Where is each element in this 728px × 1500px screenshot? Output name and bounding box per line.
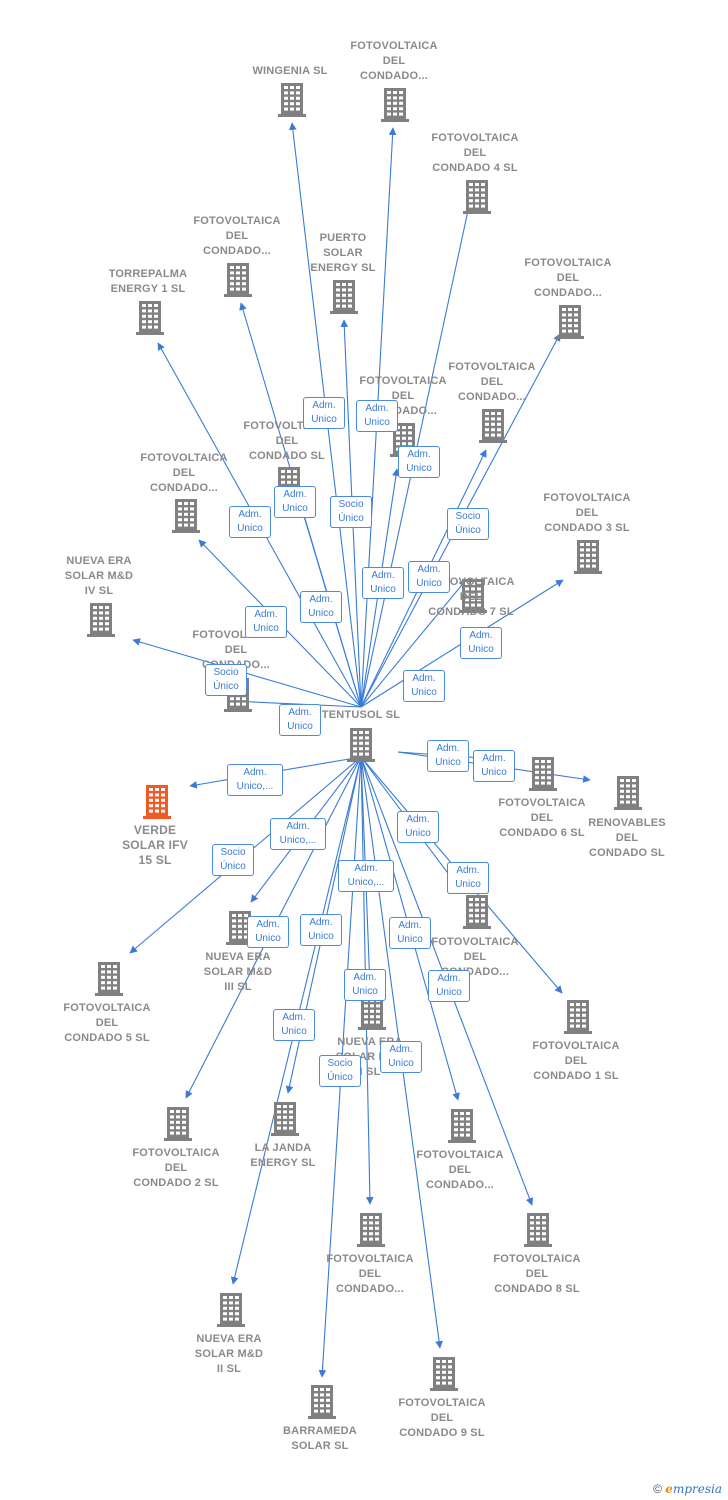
company-tentusol-label[interactable]: TENTUSOL SL [321, 709, 401, 721]
edge-role-badge[interactable]: Socio Único [205, 664, 247, 696]
edge-role-badge[interactable]: Socio Único [330, 496, 372, 528]
edge-role-badge[interactable]: Adm. Unico [460, 627, 502, 659]
company-fv-condado-left-label[interactable]: FOTOVOLTAICA DEL CONDADO... [140, 452, 228, 494]
edge-to-fv-condado-7 [360, 579, 467, 708]
company-verde-solar-icon[interactable] [99, 785, 215, 819]
company-fv-condado-7-icon[interactable] [415, 579, 531, 613]
company-torrepalma-icon[interactable] [92, 301, 208, 335]
company-fv-condado-5-label[interactable]: FOTOVOLTAICA DEL CONDADO 5 SL [63, 1002, 151, 1044]
company-barrameda-icon[interactable] [264, 1385, 380, 1419]
company-nueva-era-iii-icon[interactable] [182, 911, 298, 945]
company-barrameda-label[interactable]: BARRAMEDA SOLAR SL [283, 1425, 357, 1452]
edge-role-badge[interactable]: Adm. Unico [389, 917, 431, 949]
edge-role-badge[interactable]: Adm. Unico [300, 591, 342, 623]
edge-role-badge[interactable]: Socio Único [212, 844, 254, 876]
edge-role-badge[interactable]: Adm. Unico [245, 606, 287, 638]
company-renovables-condado-icon[interactable] [570, 776, 686, 810]
brand-footer: © empresia [653, 1482, 722, 1496]
edge-to-nueva-era-iv [132, 638, 362, 708]
company-la-janda-label[interactable]: LA JANDA ENERGY SL [250, 1142, 316, 1169]
company-fv-condado-right-label[interactable]: FOTOVOLTAICA DEL CONDADO... [524, 257, 612, 299]
edge-role-badge[interactable]: Adm. Unico [447, 862, 489, 894]
company-fv-condado-b-label[interactable]: FOTOVOLTAICA DEL CONDADO... [448, 361, 536, 403]
company-fv-condado-3-label[interactable]: FOTOVOLTAICA DEL CONDADO 3 SL [543, 492, 631, 534]
company-fv-condado-a-label[interactable]: FOTOVOLTAICA DEL CONDADO... [193, 215, 281, 257]
company-fv-condado-b-icon[interactable] [435, 409, 551, 443]
edge-role-badge[interactable]: Adm. Unico [279, 704, 321, 736]
company-fv-condado-d-icon[interactable] [404, 1109, 520, 1143]
company-la-janda-icon[interactable] [227, 1102, 343, 1136]
company-wingenia-label[interactable]: WINGENIA SL [252, 65, 328, 77]
company-nueva-era-iii-label[interactable]: NUEVA ERA SOLAR M&D III SL [203, 951, 273, 993]
company-fv-condado-top-label[interactable]: FOTOVOLTAICA DEL CONDADO... [350, 40, 438, 82]
empresia-logo: empresia [665, 1482, 722, 1496]
edge-role-badge[interactable]: Adm. Unico [229, 506, 271, 538]
company-puerto-solar-label[interactable]: PUERTO SOLAR ENERGY SL [310, 232, 376, 274]
edge-role-badge[interactable]: Adm. Unico [397, 811, 439, 843]
company-fv-condado-3-icon[interactable] [530, 540, 646, 574]
company-renovables-condado-label[interactable]: RENOVABLES DEL CONDADO SL [588, 817, 666, 859]
company-tentusol-icon[interactable] [303, 728, 419, 762]
company-fv-condado-1-label[interactable]: FOTOVOLTAICA DEL CONDADO 1 SL [532, 1040, 620, 1082]
company-puerto-solar-icon[interactable] [286, 280, 402, 314]
company-fv-condado-e-icon[interactable] [313, 1213, 429, 1247]
company-fv-condado-9-label[interactable]: FOTOVOLTAICA DEL CONDADO 9 SL [398, 1397, 486, 1439]
edge-role-badge[interactable]: Adm. Unico [473, 750, 515, 782]
company-fv-condado-8-icon[interactable] [480, 1213, 596, 1247]
edge-role-badge[interactable]: Adm. Unico [303, 397, 345, 429]
company-nueva-era-iv-label[interactable]: NUEVA ERA SOLAR M&D IV SL [64, 555, 134, 597]
edge-role-badge[interactable]: Adm. Unico,... [338, 860, 394, 892]
company-nueva-era-ii-icon[interactable] [173, 1293, 289, 1327]
company-fv-condado-9-icon[interactable] [386, 1357, 502, 1391]
edge-role-badge[interactable]: Socio Único [319, 1055, 361, 1087]
company-fv-condado-d-label[interactable]: FOTOVOLTAICA DEL CONDADO... [416, 1149, 504, 1191]
company-fv-condado-2-label[interactable]: FOTOVOLTAICA DEL CONDADO 2 SL [132, 1147, 220, 1189]
company-fv-condado-6-icon[interactable] [485, 757, 601, 791]
company-nueva-era-i-icon[interactable] [314, 996, 430, 1030]
edge-role-badge[interactable]: Adm. Unico [408, 561, 450, 593]
edge-role-badge[interactable]: Adm. Unico,... [270, 818, 326, 850]
company-fv-condado-8-label[interactable]: FOTOVOLTAICA DEL CONDADO 8 SL [493, 1253, 581, 1295]
company-fv-condado-right-icon[interactable] [512, 305, 628, 339]
edge-role-badge[interactable]: Adm. Unico [427, 740, 469, 772]
edge-role-badge[interactable]: Adm. Unico [403, 670, 445, 702]
company-fv-condado-left-icon[interactable] [128, 499, 244, 533]
edge-role-badge[interactable]: Adm. Unico [300, 914, 342, 946]
edge-role-badge[interactable]: Adm. Unico [344, 969, 386, 1001]
edge-role-badge[interactable]: Adm. Unico,... [227, 764, 283, 796]
edge-role-badge[interactable]: Adm. Unico [380, 1041, 422, 1073]
company-fv-condado-e-label[interactable]: FOTOVOLTAICA DEL CONDADO... [326, 1253, 414, 1295]
company-fv-condado-c-icon[interactable] [419, 895, 535, 929]
company-wingenia-icon[interactable] [234, 83, 350, 117]
company-torrepalma-label[interactable]: TORREPALMA ENERGY 1 SL [108, 268, 188, 295]
company-nueva-era-ii-label[interactable]: NUEVA ERA SOLAR M&D II SL [194, 1333, 264, 1375]
company-verde-solar-label[interactable]: VERDE SOLAR IFV 15 SL [122, 823, 188, 867]
edge-role-badge[interactable]: Adm. Unico [247, 916, 289, 948]
edge-role-badge[interactable]: Adm. Unico [273, 1009, 315, 1041]
edge-role-badge[interactable]: Adm. Unico [274, 486, 316, 518]
company-fv-condado-sl-label[interactable]: FOTOVOLTAICA DEL CONDADO SL [243, 420, 331, 462]
edge-role-badge[interactable]: Adm. Unico [356, 400, 398, 432]
company-fv-condado-4-icon[interactable] [419, 180, 535, 214]
company-fv-condado-1-icon[interactable] [520, 1000, 636, 1034]
company-fv-condado-5-icon[interactable] [51, 962, 167, 996]
edge-role-badge[interactable]: Adm. Unico [362, 567, 404, 599]
company-fv-condado-4-label[interactable]: FOTOVOLTAICA DEL CONDADO 4 SL [431, 132, 519, 174]
copyright-symbol: © [653, 1482, 662, 1496]
company-fv-condado-a-icon[interactable] [180, 263, 296, 297]
edge-role-badge[interactable]: Socio Único [447, 508, 489, 540]
company-nueva-era-iv-icon[interactable] [43, 603, 159, 637]
company-fv-condado-2-icon[interactable] [120, 1107, 236, 1141]
edge-role-badge[interactable]: Adm. Unico [428, 970, 470, 1002]
company-fv-condado-top-icon[interactable] [337, 88, 453, 122]
edge-role-badge[interactable]: Adm. Unico [398, 446, 440, 478]
company-fv-condado-6-label[interactable]: FOTOVOLTAICA DEL CONDADO 6 SL [498, 797, 586, 839]
